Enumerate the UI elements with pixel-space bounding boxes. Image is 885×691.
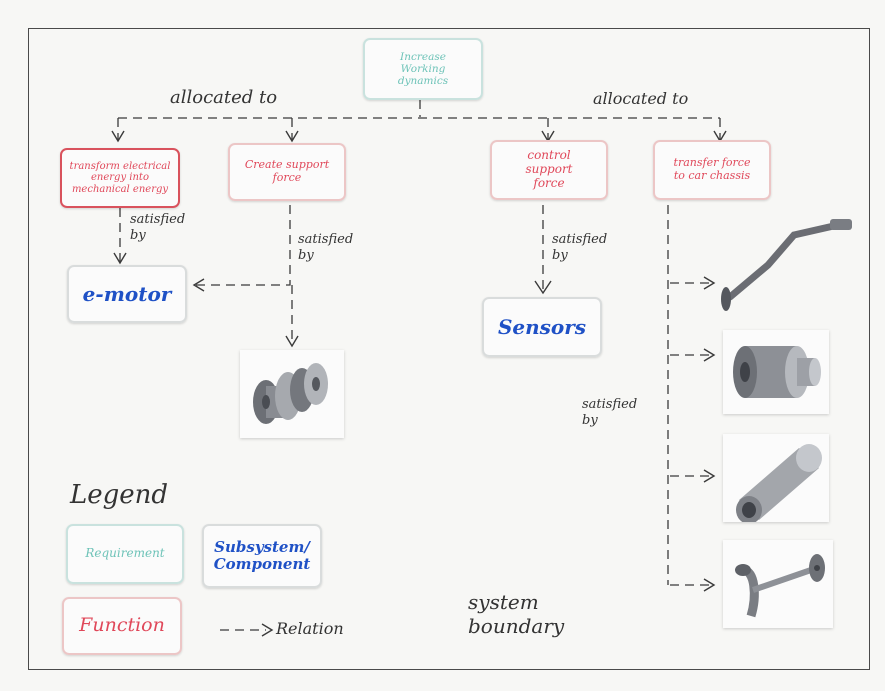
legend-function-card: Function <box>62 597 182 655</box>
function-card: Create support force <box>228 143 346 201</box>
arrowhead <box>703 276 716 290</box>
system-boundary-frame <box>28 28 870 670</box>
coupling-component-image <box>240 350 344 438</box>
legend-relation-label: Relation <box>276 619 344 638</box>
bracket-icon <box>735 554 825 618</box>
legend-title: Legend <box>70 480 169 510</box>
steering-rod-image <box>718 215 858 315</box>
satisfied-by-label: satisfied by <box>298 232 354 263</box>
arrowhead <box>261 623 274 637</box>
tube-component-image <box>723 434 829 524</box>
arrowhead <box>703 578 716 592</box>
satisfied-by-label: satisfied by <box>582 397 638 428</box>
mount-bracket-image <box>723 540 833 628</box>
hub-component-image <box>723 330 829 414</box>
allocated-to-label: allocated to <box>593 89 689 108</box>
arrowhead <box>111 130 125 143</box>
function-card: transfer force to car chassis <box>653 140 771 200</box>
coupling-icon <box>253 363 328 424</box>
function-card: transform electrical energy into mechani… <box>60 148 180 208</box>
subsystem-card: e-motor <box>67 265 187 323</box>
system-boundary-label: system boundary <box>468 590 565 638</box>
arrowhead <box>703 348 716 362</box>
arrowhead <box>192 278 205 292</box>
tube-icon <box>736 444 822 524</box>
allocation-tree <box>117 100 721 140</box>
subsystem-card: Sensors <box>482 297 602 357</box>
legend-subsystem-card: Subsystem/ Component <box>202 524 322 588</box>
satisfied-by-label: satisfied by <box>552 232 608 263</box>
function-card: control support force <box>490 140 608 200</box>
arrowhead <box>703 469 716 483</box>
arrowhead <box>534 280 552 295</box>
satisfied-by-label: satisfied by <box>130 212 186 243</box>
arrowhead <box>285 335 299 348</box>
legend-requirement-card: Requirement <box>66 524 184 584</box>
arrowhead <box>113 252 127 265</box>
hub-icon <box>733 346 821 398</box>
requirement-card: Increase Working dynamics <box>363 38 483 100</box>
support-to-emotor <box>195 205 291 286</box>
rod-icon <box>721 219 852 311</box>
allocated-to-label: allocated to <box>170 87 278 108</box>
arrowhead <box>285 130 299 143</box>
